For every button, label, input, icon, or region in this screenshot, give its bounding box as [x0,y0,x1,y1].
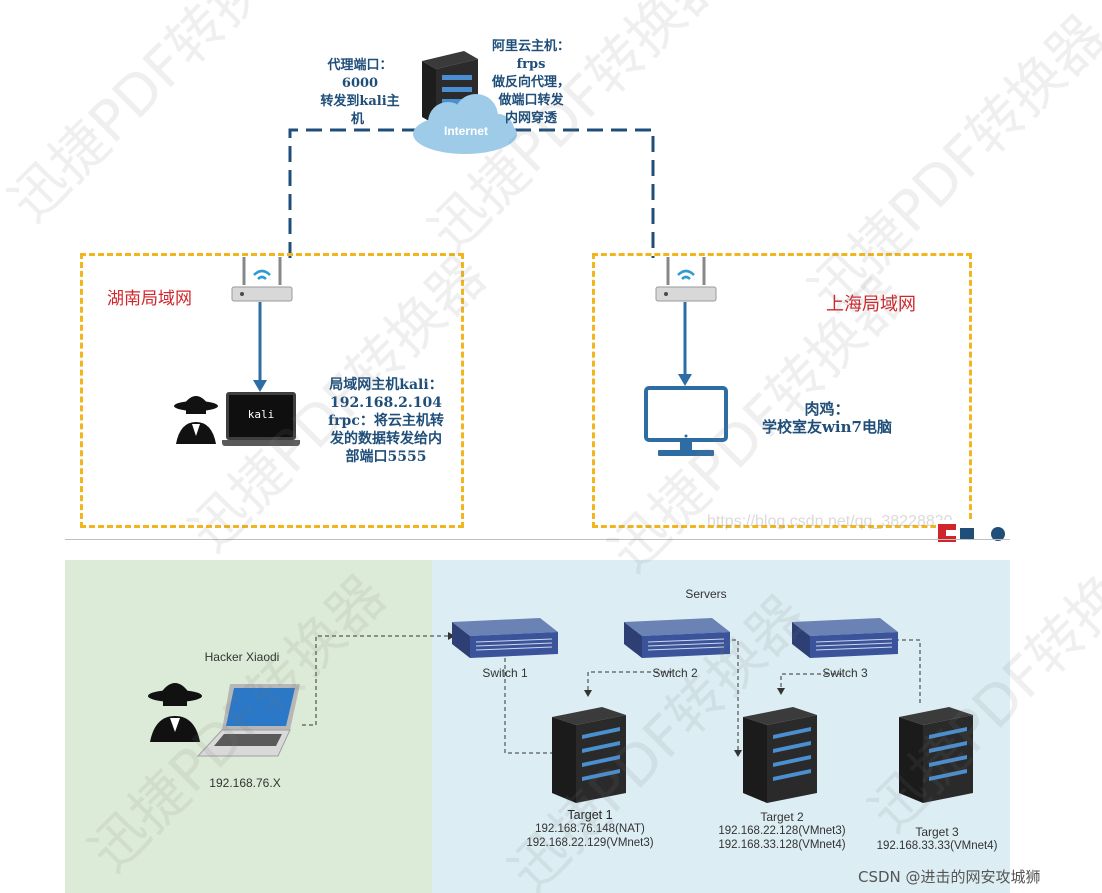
wan-link-shanghai [515,128,655,258]
top-connections [253,128,692,392]
switch-3-icon [792,618,898,658]
servers-label: Servers [685,587,727,601]
kali-host-note: 局域网主机kali： 192.168.2.104 frpc：将云主机转 发的数据… [328,377,444,465]
switch-2-icon [624,618,730,658]
hunan-lan-zone [80,253,464,528]
bottom-diagram: Hacker Xiaodi 192.168.76.X Servers [0,540,1102,893]
hacker-label: Hacker Xiaodi [204,650,280,664]
target-1-label: Target 1 192.168.76.148(NAT) 192.168.22.… [526,808,654,849]
target-3-server-icon [899,707,973,803]
target-2-label: Target 2 192.168.22.128(VMnet3) 192.168.… [718,810,846,851]
kali-laptop-icon: kali [222,392,300,450]
proxy-port-note: 代理端口： 6000 转发到kali主 机 [320,58,400,127]
internet-label: Internet [443,124,488,138]
laptop-screen-text: kali [247,408,275,421]
hacker-laptop-icon [196,684,300,757]
win7-monitor-icon [644,386,728,456]
bottom-connections [302,632,921,757]
shanghai-lan-zone [592,253,972,528]
internet-cloud-icon [413,94,517,154]
switch-2-label: Switch 2 [652,666,698,680]
switch3-to-target2 [780,673,842,690]
target-2-server-icon [743,707,817,803]
csdn-credit: CSDN @进击的网安攻城狮 [858,868,1041,886]
hacker-icon-bottom [148,683,202,742]
hunan-lan-label: 湖南局域网 [107,289,192,309]
target-3-label: Target 3 192.168.33.33(VMnet4) [876,825,998,852]
switch1-to-target1 [504,658,552,754]
switch-3-label: Switch 3 [822,666,868,680]
hacker-to-switch1 [302,635,448,726]
hunan-router-icon [231,257,293,302]
section-divider [65,539,1010,540]
shanghai-lan-label: 上海局域网 [826,294,916,315]
blog-url-watermark: https://blog.csdn.net/qq_38228830 [707,513,953,530]
hacker-ip: 192.168.76.X [209,776,281,790]
switch2-to-target1 [587,671,672,692]
switch-1-icon [452,618,558,658]
switch-1-label: Switch 1 [482,666,528,680]
shanghai-router-icon [655,257,717,302]
aliyun-host-note: 阿里云主机： frps 做反向代理， 做端口转发 内网穿透 [491,39,570,126]
wan-link-hunan [288,128,420,258]
top-diagram: 湖南局域网 上海局域网 Internet 代理端口： 6000 转发到kali主… [65,39,1012,544]
zombie-host-note: 肉鸡： 学校室友win7电脑 [762,400,892,436]
switch2-to-target2 [725,639,739,752]
hacker-icon-top [174,396,218,444]
target-1-server-icon [552,707,626,803]
switch3-to-target3 [895,639,921,705]
csdn-logo-fragment [936,520,1012,544]
